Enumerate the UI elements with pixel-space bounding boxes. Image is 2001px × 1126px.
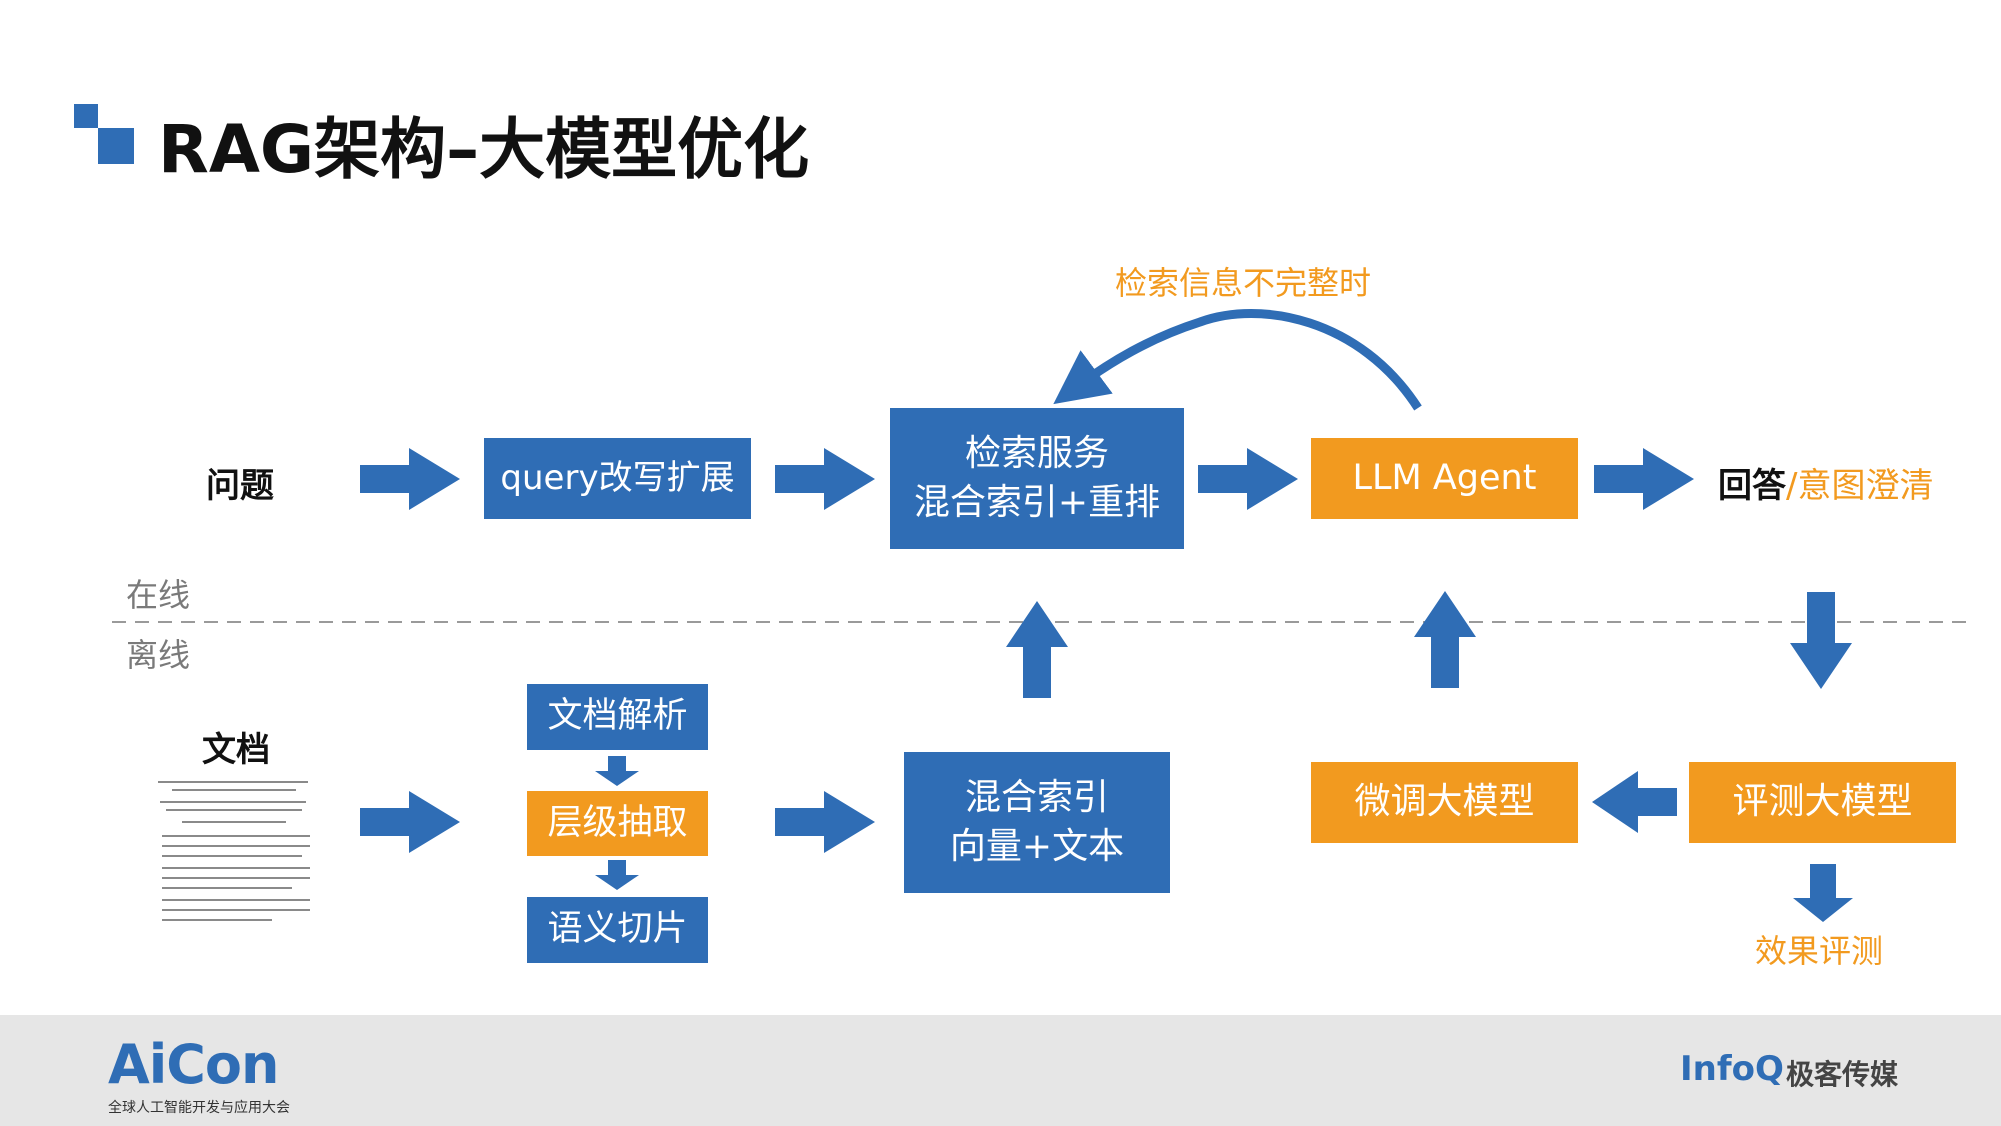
title-square-large: [98, 128, 134, 164]
doc-parse-text: 文档解析: [547, 696, 688, 737]
answer-text: 回答: [1718, 466, 1786, 506]
arrow-llm-to-answer: [1594, 448, 1694, 510]
intent-text: /意图澄清: [1786, 466, 1934, 506]
page-title: RAG架构–大模型优化: [158, 111, 810, 188]
effect-evaluation-label: 效果评测: [1755, 932, 1884, 970]
arrow-hierarchy-to-index: [775, 791, 875, 853]
online-label: 在线: [126, 576, 191, 614]
retrieval-service-box: 检索服务 混合索引+重排: [890, 408, 1184, 549]
doc-parse-box: 文档解析: [527, 684, 708, 750]
hierarchy-extract-text: 层级抽取: [547, 802, 688, 843]
query-rewrite-text: query改写扩展: [500, 457, 735, 498]
finetune-model-text: 微调大模型: [1354, 781, 1535, 823]
arrow-question-to-rewrite: [360, 448, 460, 510]
query-rewrite-box: query改写扩展: [484, 438, 751, 519]
footer-bar: AiCon 全球人工智能开发与应用大会 InfoQ 极客传媒: [0, 1015, 2001, 1126]
hybrid-index-box: 混合索引 向量+文本: [904, 752, 1170, 893]
arrow-answer-to-evaluate: [1790, 592, 1852, 689]
retrieval-service-line1: 检索服务: [964, 432, 1109, 474]
arrow-document-to-parse: [360, 791, 460, 853]
semantic-chunk-text: 语义切片: [547, 909, 688, 950]
arrow-rewrite-to-retrieval: [775, 448, 875, 510]
aicon-subtitle: 全球人工智能开发与应用大会: [108, 1100, 290, 1116]
answer-intent-label: 回答/意图澄清: [1718, 458, 1933, 507]
arrow-parse-to-hierarchy: [595, 756, 639, 786]
arrow-finetune-to-llm: [1414, 591, 1476, 688]
geek-media-logo: 极客传媒: [1786, 1058, 1899, 1091]
question-label: 问题: [206, 466, 274, 506]
document-thumbnail: [152, 775, 318, 925]
llm-agent-box: LLM Agent: [1311, 438, 1578, 519]
offline-label: 离线: [126, 636, 191, 674]
arrow-evaluate-to-finetune: [1592, 771, 1677, 833]
aicon-logo: AiCon: [108, 1033, 279, 1096]
arrow-loop-back: [1053, 309, 1422, 411]
retrieval-service-line2: 混合索引+重排: [913, 481, 1161, 523]
semantic-chunk-box: 语义切片: [527, 897, 708, 963]
document-label: 文档: [202, 730, 270, 770]
finetune-model-box: 微调大模型: [1311, 762, 1578, 843]
hybrid-index-line2: 向量+文本: [949, 825, 1125, 867]
hierarchy-extract-box: 层级抽取: [527, 791, 708, 856]
arrow-index-to-retrieval: [1006, 601, 1068, 698]
hybrid-index-line1: 混合索引: [964, 776, 1109, 818]
loop-condition-label: 检索信息不完整时: [1115, 264, 1372, 302]
arrow-hierarchy-to-chunk: [595, 860, 639, 890]
title-square-small: [74, 104, 98, 128]
arrow-evaluate-to-effect: [1793, 864, 1853, 922]
evaluate-model-box: 评测大模型: [1689, 762, 1956, 843]
evaluate-model-text: 评测大模型: [1732, 781, 1913, 823]
arrow-retrieval-to-llm: [1198, 448, 1298, 510]
infoq-logo: InfoQ: [1680, 1049, 1784, 1089]
llm-agent-text: LLM Agent: [1352, 457, 1537, 498]
